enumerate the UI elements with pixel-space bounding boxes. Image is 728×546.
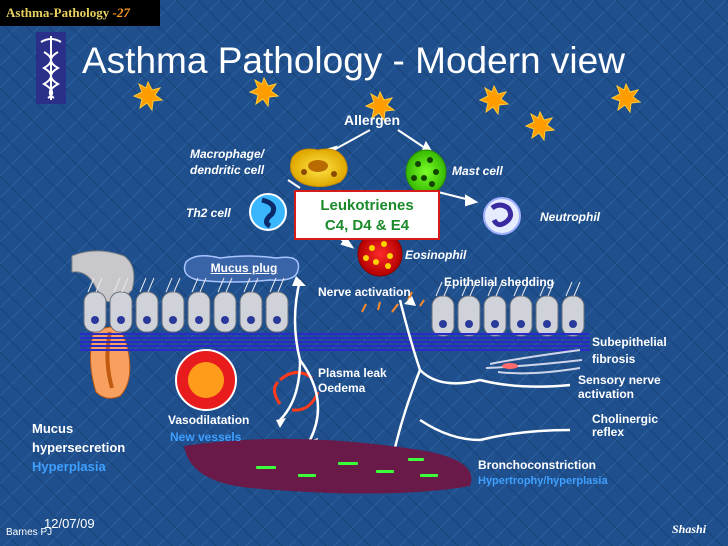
eosinophil-cell-icon xyxy=(357,231,403,277)
plasma-leak-label: Plasma leak Oedema xyxy=(318,366,387,395)
eosinophil-label: Eosinophil xyxy=(405,248,467,262)
fibrosis-strands xyxy=(485,349,583,375)
epithelium-right xyxy=(431,281,585,337)
footer-date: 12/07/09 xyxy=(44,516,95,531)
mast-cell-label: Mast cell xyxy=(452,164,503,178)
corner-label: Asthma-Pathology xyxy=(6,5,110,20)
vasodilatation-label: Vasodilatation xyxy=(168,413,250,427)
nerve-activation-label: Nerve activation xyxy=(318,285,411,299)
vessel-icon xyxy=(175,349,237,411)
leukotrienes-title: Leukotrienes xyxy=(320,197,414,214)
page-title: Asthma Pathology - Modern view xyxy=(82,40,625,81)
footer-author: Barnes PJ xyxy=(6,527,53,538)
mucus-plug: Mucus plug xyxy=(190,258,298,278)
caduceus-icon xyxy=(36,32,66,104)
goblet-cell-icon xyxy=(71,250,135,399)
allergen-label: Allergen xyxy=(344,112,401,128)
bronchoconstriction-label: Bronchoconstriction xyxy=(478,458,597,472)
epithelial-shedding-label: Epithelial shedding xyxy=(444,275,555,289)
mast-cell-icon xyxy=(405,149,447,195)
basement-membrane xyxy=(80,333,590,351)
hyperplasia-label: Hyperplasia xyxy=(32,459,106,474)
new-vessels-label: New vessels xyxy=(170,430,242,444)
corner-number: -27 xyxy=(112,5,130,20)
macrophage-label: Macrophage/ dendritic cell xyxy=(190,147,265,177)
smooth-muscle-band xyxy=(184,438,472,494)
leukotrienes-box: Leukotrienes C4, D4 & E4 xyxy=(294,190,440,240)
epithelium-left xyxy=(83,277,289,333)
neutrophil-cell-icon xyxy=(483,197,521,235)
th2-cell-label: Th2 cell xyxy=(186,206,231,220)
mucus-plug-label: Mucus plug xyxy=(210,261,278,275)
subepithelial-fibrosis-label: Subepithelial fibrosis xyxy=(592,335,667,366)
macrophage-cell-icon xyxy=(290,148,348,188)
mucus-plug-shape xyxy=(183,255,300,283)
th2-cell-icon xyxy=(249,193,287,231)
allergen-particle-icons xyxy=(132,76,642,142)
cholinergic-reflex-label: Cholinergic reflex xyxy=(592,412,659,439)
leukotrienes-subtitle: C4, D4 & E4 xyxy=(324,217,410,234)
sensory-nerve-label: Sensory nerve activation xyxy=(578,373,661,401)
hypertrophy-label: Hypertrophy/hyperplasia xyxy=(478,475,608,487)
footer-signature: Shashi xyxy=(672,522,707,536)
neutrophil-label: Neutrophil xyxy=(540,210,600,224)
shedding-fragments xyxy=(361,291,425,313)
mucus-hypersecretion-label: Mucus hypersecretion xyxy=(32,421,126,455)
corner-banner: Asthma-Pathology -27 xyxy=(0,0,160,26)
